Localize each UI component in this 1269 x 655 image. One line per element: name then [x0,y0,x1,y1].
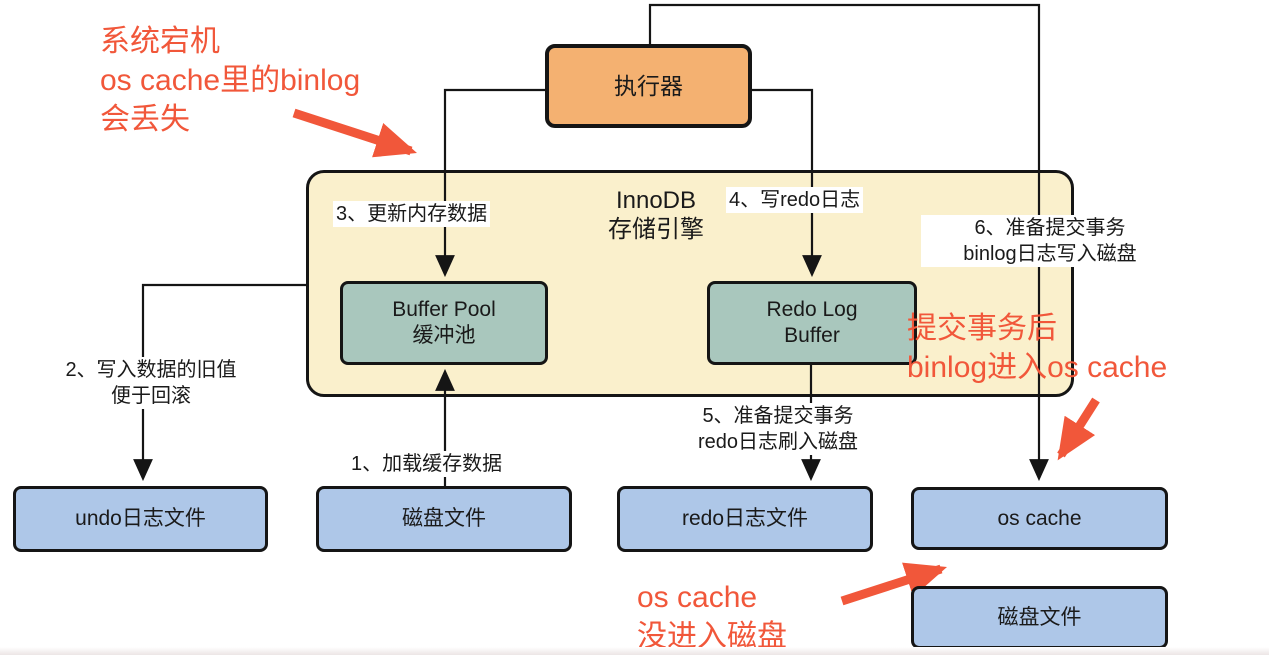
crash-note: 系统宕机 os cache里的binlog 会丢失 [100,25,361,136]
bottom-edge-strip [0,647,1269,655]
step3-label: 3、更新内存数据 [333,201,491,227]
commit-note: 提交事务后 binlog进入os cache [907,312,1168,384]
arrow-step3-to-buffer-pool [435,88,545,278]
step4-label: 4、写redo日志 [726,187,864,213]
step6-label: 6、准备提交事务 binlog日志写入磁盘 [921,215,1179,267]
innodb-engine-title: InnoDB 存储引擎 [608,187,704,243]
step2-label: 2、写入数据的旧值 便于回滚 [28,357,274,409]
disk-file-box-right: 磁盘文件 [911,586,1168,649]
flush-note: os cache 没进入磁盘 [637,581,787,653]
step5-label: 5、准备提交事务 redo日志刷入磁盘 [655,403,901,455]
redo-log-buffer-box: Redo Log Buffer [707,281,917,365]
executor-label: 执行器 [614,72,683,99]
arrow-step4-to-redo-log-buffer [752,88,822,278]
executor-box: 执行器 [545,44,752,128]
step1-label: 1、加载缓存数据 [348,451,506,477]
redo-log-file-box: redo日志文件 [617,486,873,552]
buffer-pool-box: Buffer Pool 缓冲池 [340,281,548,365]
disk-file-box-left: 磁盘文件 [316,486,572,552]
os-cache-box: os cache [911,487,1168,550]
arrow-step2-to-undo-file [133,283,307,482]
flush-note-arrow [840,562,947,606]
crash-note-arrow [292,108,417,158]
undo-log-file-box: undo日志文件 [13,486,268,552]
commit-note-arrow [1057,397,1100,461]
